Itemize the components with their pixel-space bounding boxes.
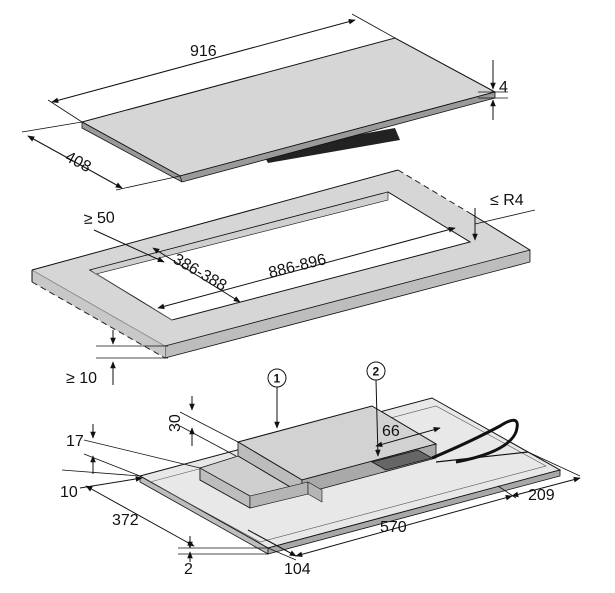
dim-line-408: [27, 135, 123, 189]
callout-1-label: 1: [274, 372, 281, 386]
dim-line-min-50: [93, 229, 165, 263]
dim-label-408: 408: [62, 149, 94, 177]
dim-label-104: 104: [284, 561, 311, 578]
dim-line-886-896: [157, 226, 456, 310]
dim-label-570: 570: [380, 519, 407, 536]
dim-line-104: [247, 529, 297, 557]
hob-top-view: 916 408 4: [21, 13, 508, 191]
dim-label-min-10: ≥ 10: [66, 370, 97, 387]
dim-label-916: 916: [190, 43, 217, 60]
dim-label-17: 17: [66, 433, 84, 450]
worktop-left-edge: [32, 270, 165, 358]
dim-label-10: 10: [60, 484, 78, 501]
dim-line-10: [79, 476, 143, 489]
dim-line-570: [295, 494, 513, 558]
power-cable: [431, 418, 519, 464]
dim-line-372: [85, 485, 195, 547]
dim-label-4: 4: [499, 79, 508, 96]
dim-line-66: [375, 427, 441, 447]
hob-underside-box: [262, 128, 400, 163]
dim-label-r4: ≤ R4: [490, 192, 524, 209]
dim-label-66: 66: [382, 423, 400, 440]
hob-underside-view: 1 2 30 17 10 372 2 104: [60, 361, 581, 578]
dim-label-372: 372: [112, 512, 139, 529]
worktop-cutout-view: ≥ 50 386-388 886-896 ≤ R4 ≥ 10: [31, 169, 536, 387]
dim-line-916: [51, 18, 356, 104]
dim-label-209: 209: [528, 487, 555, 504]
dim-label-30: 30: [167, 414, 184, 432]
callout-2-label: 2: [373, 365, 380, 379]
dim-label-2: 2: [184, 561, 193, 578]
dim-label-min-50: ≥ 50: [83, 209, 115, 228]
dim-line-209: [511, 476, 581, 498]
